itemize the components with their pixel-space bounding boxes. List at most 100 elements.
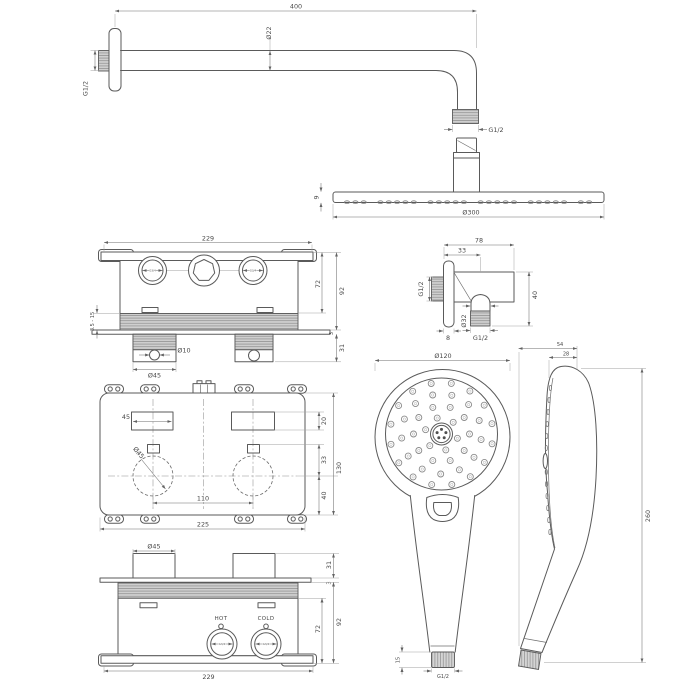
elbow-outlet-thread bbox=[470, 310, 491, 327]
side-rib bbox=[544, 468, 548, 475]
rain-jet bbox=[435, 200, 442, 205]
dim-pin-diameter: Ø10 bbox=[177, 347, 190, 355]
head-connector-cone bbox=[453, 157, 480, 193]
nozzle bbox=[395, 402, 403, 410]
side-rib bbox=[545, 492, 549, 499]
nozzle-center bbox=[448, 405, 452, 409]
rain-jet bbox=[586, 200, 593, 205]
rain-jet bbox=[385, 200, 392, 205]
elbow-wall-thread bbox=[431, 276, 444, 302]
nozzle bbox=[442, 446, 450, 454]
side-profile bbox=[520, 365, 598, 653]
dim-arm-diameter: Ø22 bbox=[265, 26, 273, 39]
plaster-adjust-section bbox=[119, 313, 299, 331]
left-valve-thread-label: G3/4 bbox=[149, 269, 156, 273]
side-mode-button bbox=[542, 453, 548, 469]
nozzle-center bbox=[424, 428, 428, 432]
left-connector-cylinder bbox=[132, 553, 176, 579]
dim-head-thread: G1/2 bbox=[488, 126, 503, 134]
dim-plate-thickness: 3 bbox=[329, 332, 335, 335]
left-connector-pin bbox=[149, 349, 160, 361]
arm-end-thread bbox=[452, 109, 479, 124]
nozzle bbox=[404, 452, 412, 460]
rain-jet bbox=[561, 200, 568, 205]
right-connector-pin bbox=[248, 349, 260, 362]
nozzle bbox=[426, 442, 434, 450]
side-rib bbox=[546, 408, 550, 415]
joint-collar bbox=[453, 152, 480, 159]
side-rib bbox=[544, 444, 548, 451]
nozzle bbox=[466, 473, 474, 481]
center-jet-hub bbox=[430, 422, 453, 446]
dim-plan-height: 130 bbox=[335, 462, 343, 474]
lug-hole bbox=[290, 386, 296, 392]
handle-outline bbox=[409, 495, 476, 653]
rain-jet bbox=[360, 200, 367, 205]
nozzle bbox=[410, 430, 417, 438]
dim-thread-length: 15 bbox=[396, 657, 402, 663]
nozzle-center bbox=[477, 419, 481, 422]
hand-shower-front-view: Ø120 15 G1/2 bbox=[374, 352, 511, 680]
handle-fill bbox=[410, 494, 475, 653]
dim-elbow-offset: 33 bbox=[458, 247, 466, 255]
nozzle bbox=[470, 453, 478, 461]
right-valve-thread-label: G3/4 bbox=[250, 269, 257, 273]
nozzle-center bbox=[406, 454, 410, 458]
nozzle-center bbox=[472, 455, 476, 459]
valve-plan-view: 45 20 33 40 130 Ø45 110 225 bbox=[99, 380, 343, 532]
nozzle bbox=[477, 436, 485, 444]
nozzle bbox=[480, 401, 488, 409]
dim-plan-width: 225 bbox=[197, 521, 209, 529]
nozzle-center bbox=[431, 405, 435, 409]
nozzle-center bbox=[389, 422, 393, 426]
dim-total-depth: 54 bbox=[557, 342, 563, 348]
nozzle bbox=[448, 481, 456, 488]
nozzle bbox=[460, 447, 468, 454]
right-service-slot bbox=[231, 411, 275, 431]
nozzle-center bbox=[450, 393, 454, 397]
nozzle bbox=[412, 400, 419, 408]
spray-nozzles bbox=[387, 379, 496, 489]
side-rib bbox=[545, 480, 549, 487]
dim-arm-length: 400 bbox=[290, 3, 302, 11]
dim-outlet-thread: G1/2 bbox=[473, 334, 488, 342]
nozzle bbox=[415, 414, 423, 421]
nozzle-center bbox=[468, 475, 472, 479]
dim-elbow-wall-thread: G1/2 bbox=[417, 281, 425, 296]
rain-jet bbox=[452, 200, 459, 205]
rain-jet bbox=[477, 200, 484, 205]
nozzle-center bbox=[482, 460, 486, 464]
nozzle-center bbox=[414, 402, 417, 406]
lug-hole bbox=[151, 516, 157, 522]
wall-plate bbox=[91, 329, 331, 335]
dim-knob-spacing: 110 bbox=[197, 495, 209, 503]
elbow-body bbox=[453, 271, 515, 303]
rain-jet bbox=[527, 200, 534, 205]
rain-jet bbox=[427, 200, 434, 205]
nozzle-center bbox=[429, 382, 433, 385]
dim-head-thickness: 9 bbox=[313, 195, 321, 199]
lug-hole bbox=[298, 516, 304, 522]
nozzle-center bbox=[482, 403, 486, 407]
lug-hole bbox=[143, 516, 149, 522]
nozzle bbox=[387, 440, 395, 448]
nozzle bbox=[395, 459, 403, 467]
side-rib bbox=[548, 529, 552, 536]
top-connector-block bbox=[192, 383, 216, 394]
nozzle bbox=[429, 457, 437, 465]
nozzle bbox=[398, 434, 406, 442]
valve-front-dimensions: 229 72 92 3.5 - 15 3 31 Ø10 Ø45 bbox=[90, 235, 346, 380]
mode-button bbox=[425, 494, 460, 522]
nozzle-center bbox=[468, 389, 472, 393]
dim-body-height: 72 bbox=[314, 280, 322, 288]
nozzle bbox=[466, 430, 473, 438]
elbow-body-edge bbox=[453, 272, 472, 302]
lug-hole bbox=[245, 386, 251, 392]
nozzle bbox=[453, 434, 461, 442]
nozzle-center bbox=[411, 475, 415, 479]
nozzle-center bbox=[431, 459, 435, 463]
nozzle-center bbox=[450, 483, 454, 486]
nozzle-center bbox=[444, 448, 448, 452]
lug-hole bbox=[115, 386, 121, 392]
